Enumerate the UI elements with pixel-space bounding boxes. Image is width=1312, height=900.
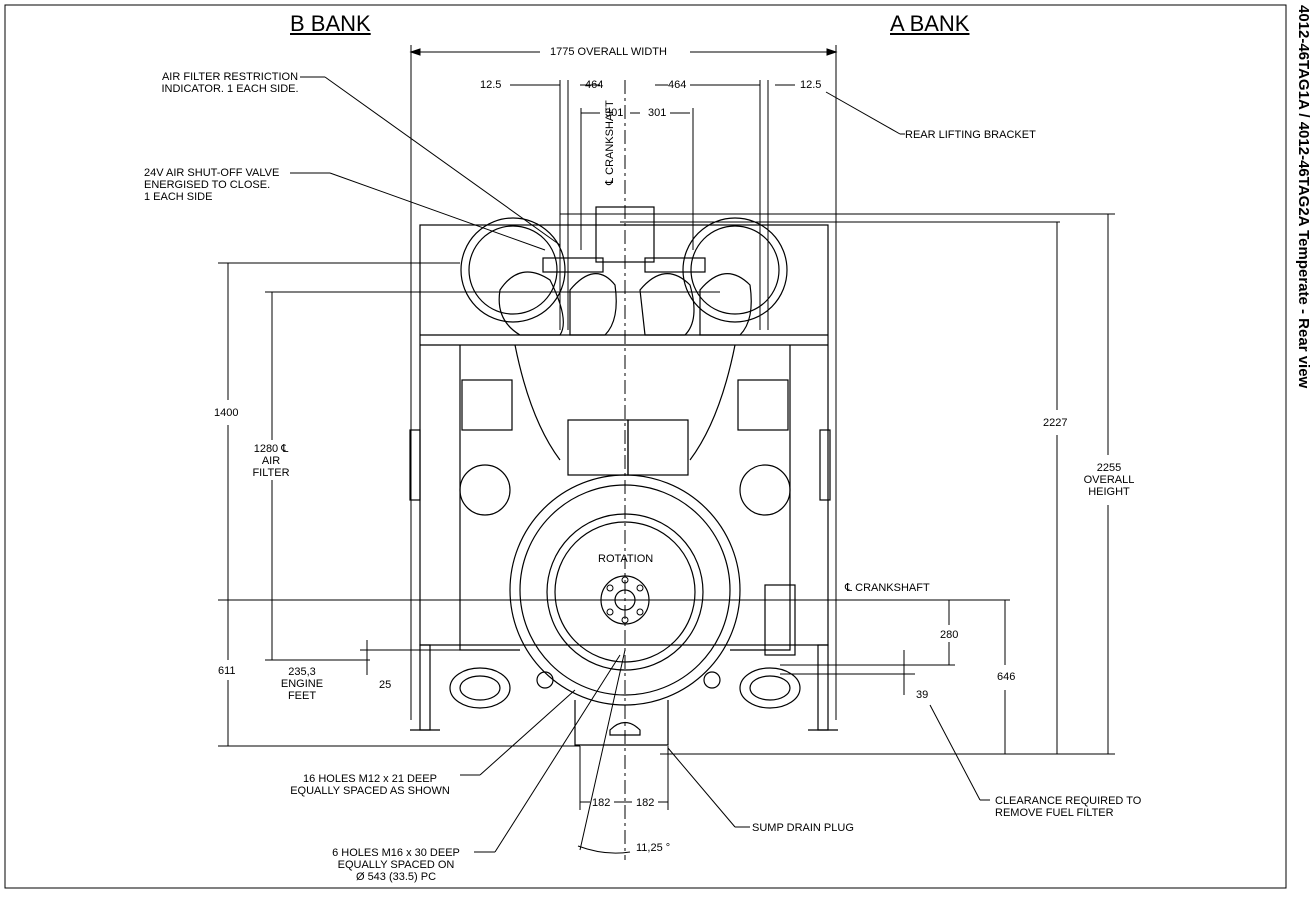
overall-width-label: 1775 OVERALL WIDTH bbox=[550, 46, 667, 58]
dim-646: 646 bbox=[997, 671, 1016, 683]
bolt-holes bbox=[606, 576, 644, 624]
drawing-title: 4012-46TAG1A / 4012-46TAG2A Temperate - … bbox=[1290, 5, 1312, 485]
angle-label: 11,25 ° bbox=[636, 842, 671, 854]
dim-2255-overall-height: 2255 OVERALL HEIGHT bbox=[1083, 462, 1135, 498]
dimension-lines bbox=[218, 45, 1115, 860]
sheet-border bbox=[4, 4, 1287, 889]
drawing-title-text: 4012-46TAG1A / 4012-46TAG2A Temperate - … bbox=[1295, 5, 1312, 389]
air-shutoff-valve-label: 24V AIR SHUT-OFF VALVE ENERGISED TO CLOS… bbox=[144, 167, 280, 203]
dim-39: 39 bbox=[916, 689, 929, 701]
holes-6-label: 6 HOLES M16 x 30 DEEP EQUALLY SPACED ON … bbox=[332, 847, 460, 883]
dim-611: 611 bbox=[218, 665, 236, 677]
a-bank-label: A BANK bbox=[890, 11, 970, 36]
engine-outline bbox=[409, 206, 838, 746]
dim-1400: 1400 bbox=[214, 407, 239, 419]
dim-182-right: 182 bbox=[636, 797, 655, 809]
clearance-fuel-filter-label: CLEARANCE REQUIRED TO REMOVE FUEL FILTER bbox=[995, 795, 1142, 819]
air-filter-restriction-label: AIR FILTER RESTRICTION INDICATOR. 1 EACH… bbox=[161, 71, 299, 95]
dim-280: 280 bbox=[940, 629, 959, 641]
dim-301-left: 301 bbox=[605, 107, 624, 119]
dim-25: 25 bbox=[379, 679, 392, 691]
crankshaft-horizontal-label: ℄ CRANKSHAFT bbox=[845, 582, 930, 594]
sump-drain-plug-label: SUMP DRAIN PLUG bbox=[752, 822, 854, 834]
holes-16-label: 16 HOLES M12 x 21 DEEP EQUALLY SPACED AS… bbox=[290, 773, 450, 797]
dim-1280-air-filter: 1280 ℄ AIR FILTER bbox=[252, 443, 290, 479]
dim-301-right: 301 bbox=[648, 107, 667, 119]
dim-12-5-left: 12.5 bbox=[480, 79, 502, 91]
b-bank-label: B BANK bbox=[290, 11, 371, 36]
dim-182-left: 182 bbox=[592, 797, 611, 809]
dim-12-5-right: 12.5 bbox=[800, 79, 822, 91]
dim-464-right: 464 bbox=[668, 79, 687, 91]
leader-lines bbox=[290, 76, 990, 853]
dim-464-left: 464 bbox=[585, 79, 604, 91]
rear-lifting-bracket-label: REAR LIFTING BRACKET bbox=[905, 129, 1036, 141]
rotation-label: ROTATION bbox=[598, 553, 654, 565]
dim-2227: 2227 bbox=[1043, 417, 1068, 429]
engine-feet-label: 235,3 ENGINE FEET bbox=[280, 666, 324, 702]
crankshaft-vertical-label: ℄ CRANKSHAFT bbox=[604, 100, 616, 185]
